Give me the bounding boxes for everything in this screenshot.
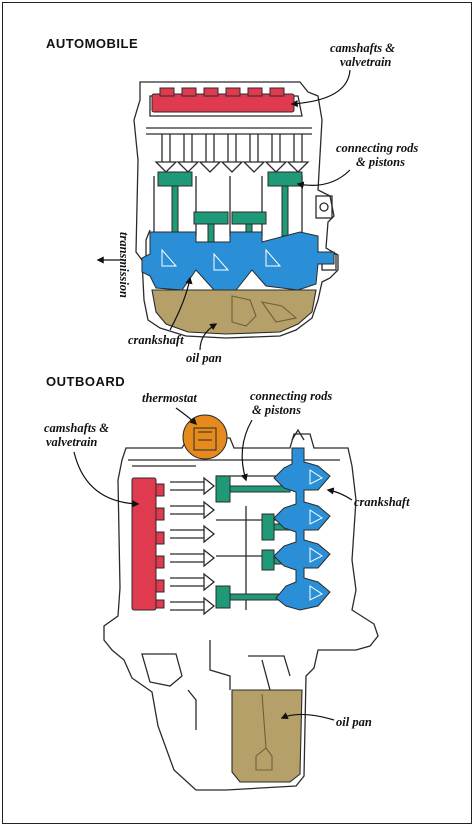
label-thermostat: thermostat [142,391,197,405]
automobile-camshaft-valvetrain [151,87,295,113]
label-oil-pan: oil pan [186,351,222,365]
automobile-annotations: camshafts & valvetrain connecting rods &… [96,41,418,365]
outboard-crankshaft [273,447,331,611]
label-ob-rods-line2: & pistons [252,403,301,417]
outboard-camshaft-valvetrain [131,477,165,611]
outboard-annotations: thermostat connecting rods & pistons cam… [44,389,410,729]
label-ob-camshafts-line1: camshafts & [44,421,109,435]
label-camshafts-line2: valvetrain [340,55,391,69]
label-ob-camshafts-line2: valvetrain [46,435,97,449]
label-camshafts-line1: camshafts & [330,41,395,55]
label-rods-line1: connecting rods [336,141,418,155]
outboard-oil-pan [231,689,303,783]
label-ob-crankshaft: crankshaft [354,495,410,509]
outboard-heading: OUTBOARD [46,374,125,389]
label-rods-line2: & pistons [356,155,405,169]
outboard-valves [170,476,216,616]
automobile-heading: AUTOMOBILE [46,36,138,51]
automobile-crankshaft [141,231,335,291]
outboard-thermostat [182,414,228,460]
automobile-oil-pan [151,289,317,335]
label-ob-oil-pan: oil pan [336,715,372,729]
label-crankshaft: crankshaft [128,333,184,347]
label-transmission: transmission [117,232,131,298]
automobile-valves [154,134,310,173]
label-ob-rods-line1: connecting rods [250,389,332,403]
